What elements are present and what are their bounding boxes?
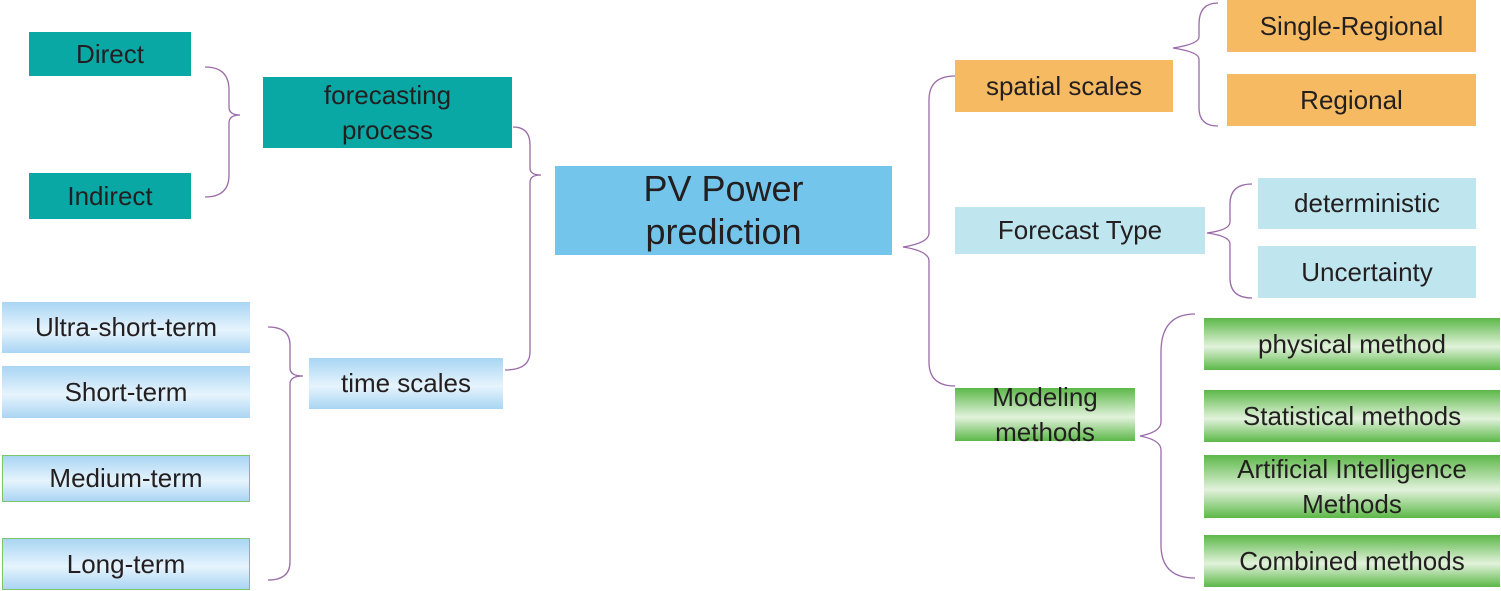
bracket-center-left [504,126,542,371]
deterministic-node: deterministic [1258,178,1476,229]
statistical-methods-node: Statistical methods [1204,390,1500,442]
indirect-node: Indirect [29,173,191,219]
single-regional-node: Single-Regional [1227,0,1476,52]
medium-term-node: Medium-term [2,455,250,502]
modeling-methods-node: Modeling methods [955,382,1135,447]
spatial-scales-node: spatial scales [955,60,1173,112]
short-term-node: Short-term [2,366,250,418]
uncertainty-node: Uncertainty [1258,246,1476,298]
bracket-modeling-methods [1139,313,1196,579]
center-node: PV Power prediction [555,166,892,255]
bracket-time-scales [267,326,304,581]
long-term-node: Long-term [2,538,250,590]
regional-node: Regional [1227,74,1476,126]
bracket-forecasting-process [204,66,241,198]
bracket-forecast-type [1206,183,1253,299]
time-scales-node: time scales [309,358,503,409]
bracket-spatial-scales [1172,2,1219,127]
bracket-center-right [902,75,956,387]
ai-methods-node: Artificial Intelligence Methods [1204,454,1500,519]
forecast-type-node: Forecast Type [955,207,1205,254]
combined-methods-node: Combined methods [1204,535,1500,587]
forecasting-process-node: forecasting process [263,77,512,148]
direct-node: Direct [29,32,191,76]
ultra-short-term-node: Ultra-short-term [2,302,250,353]
physical-method-node: physical method [1204,318,1500,370]
